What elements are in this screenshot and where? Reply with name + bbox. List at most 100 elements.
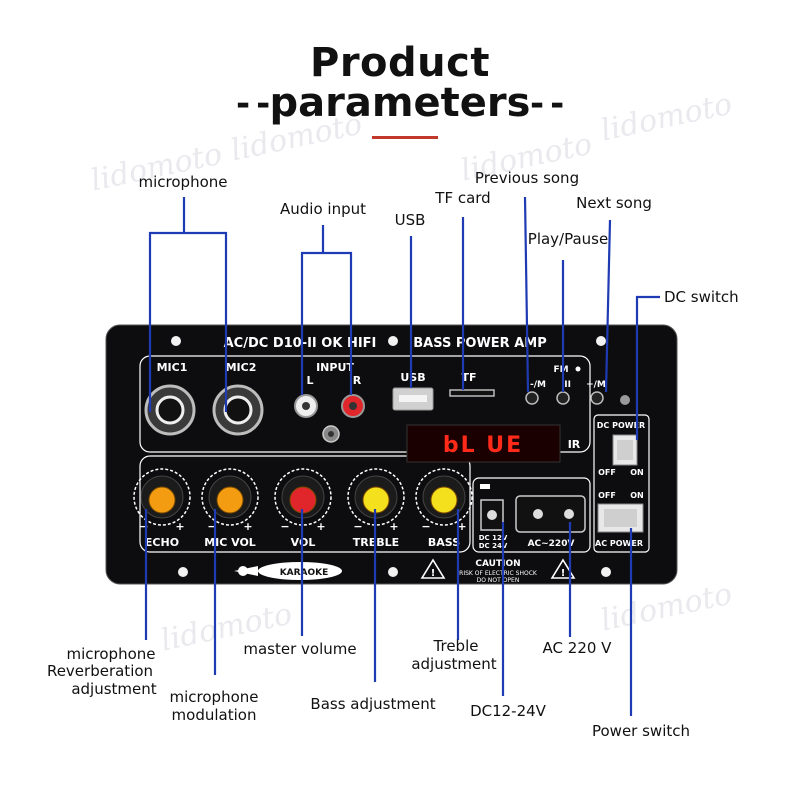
knob-mic-vol[interactable]: − + MIC VOL bbox=[201, 468, 259, 549]
warning-icon: ! bbox=[550, 558, 576, 579]
callout-mic-mod-line1: microphone bbox=[169, 688, 259, 706]
next-button-label: +/M bbox=[586, 380, 606, 390]
ac-on-label: ON bbox=[630, 491, 644, 500]
tf-card-slot[interactable] bbox=[449, 389, 495, 397]
mic2-jack[interactable] bbox=[212, 384, 264, 436]
knob-vol[interactable]: −+VOL bbox=[274, 468, 332, 549]
play-button-label: |II bbox=[561, 380, 571, 390]
callout-mic-mod-line2: modulation bbox=[171, 706, 257, 724]
svg-text:!: ! bbox=[561, 568, 566, 579]
svg-text:!: ! bbox=[431, 568, 436, 579]
knob-minus-label: − bbox=[139, 520, 148, 533]
previous-song-button[interactable] bbox=[525, 391, 539, 405]
callout-dc-switch: DC switch bbox=[664, 288, 739, 306]
ac-220v-jack[interactable] bbox=[515, 495, 586, 533]
ir-label: IR bbox=[568, 438, 581, 451]
callout-mic-reverb-line2: Reverberation bbox=[46, 662, 154, 680]
title-line-2: parameters bbox=[269, 80, 531, 126]
callout-mic-reverb-line3: adjustment bbox=[71, 680, 157, 698]
led-display bbox=[406, 424, 561, 463]
knob-minus-label: − bbox=[421, 520, 430, 533]
dc-power-label: DC POWER bbox=[597, 421, 645, 430]
knob-label: MIC VOL bbox=[204, 536, 256, 549]
dc-on-label: ON bbox=[630, 468, 644, 477]
knob-section-outline bbox=[139, 455, 471, 553]
model-text: AC/DC D10-II OK HIFI bbox=[224, 336, 377, 351]
knob-plus-label: + bbox=[316, 520, 325, 533]
leader-next-song bbox=[604, 219, 612, 393]
knob-plus-label: + bbox=[175, 520, 184, 533]
warning-icon: ! bbox=[420, 558, 446, 579]
rca-right-jack[interactable] bbox=[341, 394, 365, 418]
karaoke-badge: KARAOKE bbox=[234, 562, 342, 580]
callout-play-pause: Play/Pause bbox=[527, 230, 609, 248]
input-label: INPUT bbox=[316, 361, 354, 374]
mic1-label: MIC1 bbox=[157, 361, 188, 374]
leader-previous-song bbox=[523, 196, 530, 393]
caution-line-2: RISK OF ELECTRIC SHOCK bbox=[459, 570, 538, 577]
screw bbox=[620, 395, 630, 405]
led-display-text: bL UE bbox=[443, 433, 523, 458]
usb-port-slot bbox=[399, 395, 427, 402]
play-pause-button[interactable] bbox=[556, 391, 570, 405]
callout-master-volume: master volume bbox=[243, 640, 357, 658]
callout-previous-song: Previous song bbox=[474, 169, 580, 187]
knob-plus-label: + bbox=[243, 520, 252, 533]
leader-dc-switch bbox=[635, 295, 660, 440]
top-section-outline bbox=[139, 355, 591, 453]
ir-receiver-bolt bbox=[322, 425, 340, 443]
mic2-label: MIC2 bbox=[226, 361, 257, 374]
callout-dc12-24v: DC12-24V bbox=[470, 702, 546, 720]
prev-button-label: -/M bbox=[530, 380, 546, 390]
fm-indicator bbox=[575, 366, 581, 372]
callout-usb: USB bbox=[394, 211, 426, 229]
callout-mic-reverb-line1: microphone bbox=[66, 645, 156, 663]
dc-12v-label: DC 12V bbox=[479, 534, 508, 542]
svg-text:KARAOKE: KARAOKE bbox=[280, 568, 329, 578]
callout-next-song: Next song bbox=[576, 194, 652, 212]
knob-bass[interactable]: − + BASS bbox=[415, 468, 473, 549]
input-l-label: L bbox=[306, 374, 313, 387]
callout-bass-adjustment: Bass adjustment bbox=[310, 695, 436, 713]
mic1-jack[interactable] bbox=[144, 384, 196, 436]
title-line-1: Product bbox=[310, 40, 490, 86]
microphone-head bbox=[238, 566, 248, 576]
caution-line-3: DO NOT OPEN bbox=[477, 577, 520, 584]
title-underline bbox=[372, 136, 438, 139]
callout-treble-line2: adjustment bbox=[411, 655, 497, 673]
ac-off-label: OFF bbox=[598, 491, 616, 500]
dc-power-switch[interactable] bbox=[612, 434, 638, 466]
dc-24v-label: DC 24V bbox=[479, 542, 508, 550]
dc-off-label: OFF bbox=[598, 468, 616, 477]
knob-label: BASS bbox=[428, 536, 460, 549]
input-r-label: R bbox=[353, 374, 362, 387]
bass-power-amp-text: BASS POWER AMP bbox=[413, 336, 547, 351]
callout-power-switch: Power switch bbox=[591, 722, 691, 740]
rca-left-jack[interactable] bbox=[294, 394, 318, 418]
knob-plus-label: + bbox=[389, 520, 398, 533]
ac-power-label: AC POWER bbox=[595, 539, 643, 548]
ac-label: AC~220V bbox=[528, 539, 575, 549]
callout-tf-card: TF card bbox=[435, 189, 491, 207]
next-song-button[interactable] bbox=[590, 391, 604, 405]
callout-ac-220v: AC 220 V bbox=[542, 639, 612, 657]
callout-leader-lines bbox=[144, 196, 660, 716]
ac-power-switch[interactable] bbox=[597, 503, 644, 533]
title-dash-left: -- bbox=[236, 84, 277, 124]
knob-plus-label: + bbox=[457, 520, 466, 533]
knob-label: ECHO bbox=[145, 536, 179, 549]
power-section-outline bbox=[472, 477, 591, 553]
caution-title: CAUTION bbox=[475, 559, 520, 569]
screw-holes bbox=[171, 336, 611, 577]
knob-echo[interactable]: − + ECHO bbox=[133, 468, 191, 549]
dc-polarity-mark bbox=[480, 484, 490, 489]
leader-audio-input-bracket bbox=[300, 251, 353, 395]
tf-label: TF bbox=[461, 371, 476, 384]
knob-minus-label: − bbox=[207, 520, 216, 533]
callout-microphone: microphone bbox=[138, 173, 228, 191]
switch-section-outline bbox=[593, 414, 650, 553]
title-dash-right: -- bbox=[530, 84, 571, 124]
dc-jack[interactable] bbox=[480, 499, 504, 531]
